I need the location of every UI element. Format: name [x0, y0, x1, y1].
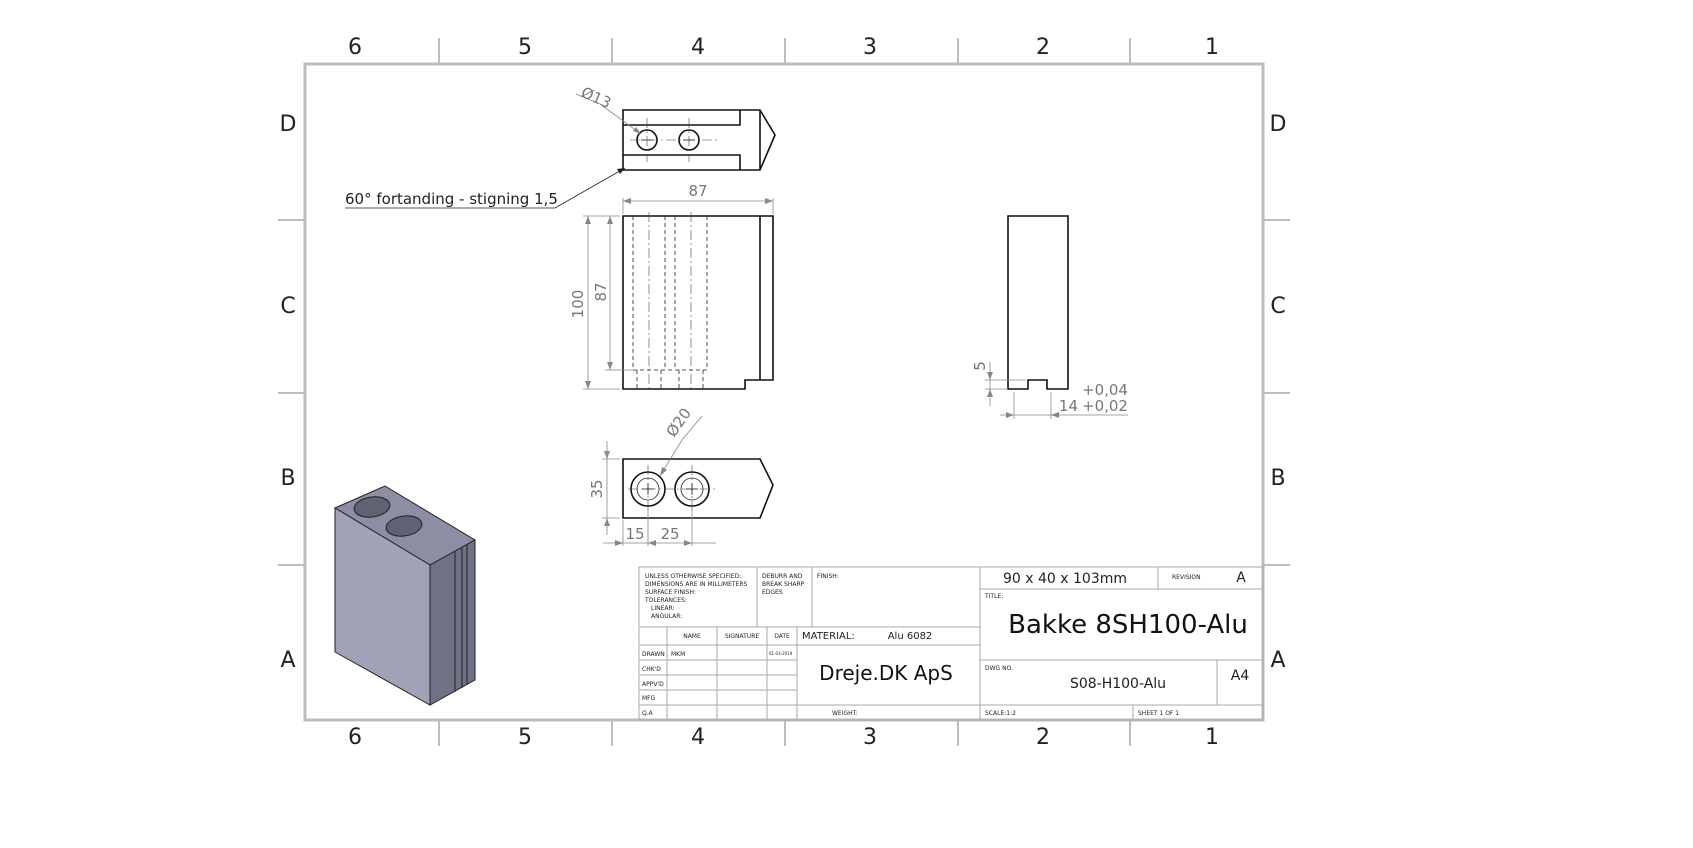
zone-row-a-right: A	[1270, 648, 1285, 673]
company-name: Dreje.DK ApS	[819, 661, 953, 685]
row-qa: Q.A	[642, 710, 654, 717]
scale-label: SCALE:1:2	[985, 710, 1016, 717]
deburr-line-2: BREAK SHARP	[762, 581, 805, 588]
side-view: 5 14 +0,04 +0,02	[971, 215, 1128, 419]
deburr-line-1: DEBURR AND	[762, 573, 803, 580]
drawn-date: 01-03-2019	[769, 651, 793, 656]
spec-line-6: ANGULAR:	[651, 613, 682, 620]
front-view: 87 100 87	[569, 182, 774, 392]
revision-value: A	[1236, 570, 1246, 586]
front-height-inner-dim: 87	[592, 282, 610, 301]
serration-note: 60° fortanding - stigning 1,5	[345, 190, 558, 208]
zone-col-6-bottom: 6	[348, 725, 362, 750]
front-height-outer-dim: 100	[569, 290, 587, 319]
zone-col-4-top: 4	[691, 35, 705, 60]
stock-size: 90 x 40 x 103mm	[1003, 571, 1127, 587]
bottom-height-dim: 35	[588, 479, 606, 498]
zone-row-c-left: C	[280, 294, 295, 319]
side-slot-width-dim: 14	[1059, 397, 1078, 415]
weight-label: WEIGHT:	[832, 710, 858, 717]
iso-hole-1	[353, 496, 391, 518]
spec-line-2: DIMENSIONS ARE IN MILLIMETERS	[645, 581, 747, 588]
zone-col-5-top: 5	[518, 35, 532, 60]
col-name-header: NAME	[683, 633, 701, 640]
spec-line-5: LINEAR:	[651, 605, 675, 612]
bottom-offset-dim-2: 25	[660, 525, 679, 543]
zone-col-4-bottom: 4	[691, 725, 705, 750]
zone-row-a-left: A	[280, 648, 295, 673]
spec-line-1: UNLESS OTHERWISE SPECIFIED:	[645, 573, 741, 580]
row-drawn: DRAWN	[642, 651, 665, 658]
zone-ticks	[278, 38, 1290, 746]
bottom-hole-dim: Ø20	[663, 405, 695, 441]
revision-label: REVISION	[1172, 574, 1201, 581]
material-value: Alu 6082	[888, 631, 933, 642]
deburr-line-3: EDGES	[762, 589, 783, 596]
sheet-label: SHEET 1 OF 1	[1138, 710, 1179, 717]
zone-col-1-bottom: 1	[1205, 725, 1219, 750]
top-hole-dim: Ø13	[578, 83, 614, 112]
row-checked: CHK'D	[642, 666, 661, 673]
zone-row-b-right: B	[1270, 466, 1285, 491]
top-view: Ø13 60° fortanding - stigning 1,5	[345, 83, 776, 209]
zone-row-b-left: B	[280, 466, 295, 491]
zone-col-1-top: 1	[1205, 35, 1219, 60]
drawn-name: MKM	[671, 651, 685, 658]
zone-col-5-bottom: 5	[518, 725, 532, 750]
col-signature-header: SIGNATURE	[725, 633, 760, 640]
col-date-header: DATE	[774, 633, 790, 640]
bottom-view: Ø20 35 15 25	[588, 405, 774, 546]
side-slot-depth-dim: 5	[971, 361, 989, 371]
front-width-dim: 87	[688, 182, 707, 200]
title-label: TITLE:	[984, 593, 1003, 600]
zone-col-6-top: 6	[348, 35, 362, 60]
zone-col-2-bottom: 2	[1036, 725, 1050, 750]
row-approved: APPV'D	[642, 681, 664, 688]
side-tolerance-lower: +0,02	[1082, 397, 1128, 415]
finish-label: FINISH:	[817, 573, 839, 580]
isometric-view	[333, 485, 476, 706]
material-label: MATERIAL:	[802, 631, 855, 642]
sheet-size: A4	[1231, 668, 1250, 684]
zone-col-2-top: 2	[1036, 35, 1050, 60]
row-mfg: MFG	[642, 695, 656, 702]
title-block: UNLESS OTHERWISE SPECIFIED: DIMENSIONS A…	[638, 566, 1264, 721]
drawing-title: Bakke 8SH100-Alu	[1008, 610, 1248, 640]
spec-line-4: TOLERANCES:	[644, 597, 687, 604]
zone-col-3-bottom: 3	[863, 725, 877, 750]
zone-row-d-right: D	[1270, 112, 1287, 137]
dwg-number: S08-H100-Alu	[1070, 676, 1166, 692]
spec-line-3: SURFACE FINISH:	[645, 589, 696, 596]
zone-row-d-left: D	[280, 112, 297, 137]
zone-col-3-top: 3	[863, 35, 877, 60]
iso-hole-2	[385, 515, 423, 537]
dwg-number-label: DWG NO.	[985, 665, 1013, 672]
zone-row-c-right: C	[1270, 294, 1285, 319]
bottom-offset-dim-1: 15	[625, 525, 644, 543]
side-tolerance-upper: +0,04	[1082, 381, 1128, 399]
